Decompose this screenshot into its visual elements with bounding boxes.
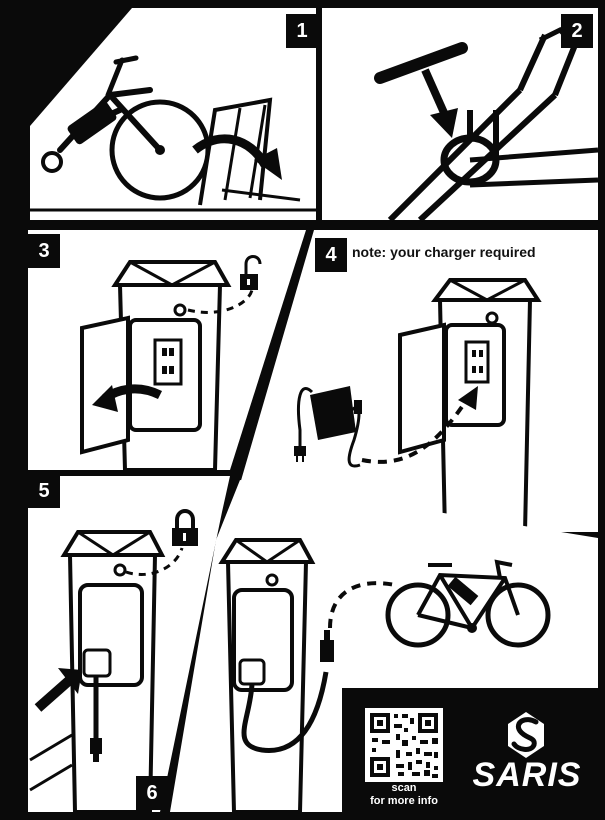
step-1-number: 1	[286, 14, 318, 48]
step-3-number: 3	[28, 234, 60, 268]
scan-caption: scan for more info	[356, 782, 452, 808]
step-4-number: 4	[315, 238, 347, 272]
panel-2	[322, 8, 598, 220]
scan-line-1: scan	[356, 782, 452, 795]
brand-wordmark: SARIS	[472, 756, 582, 795]
step-2-number: 2	[561, 14, 593, 48]
scan-line-2: for more info	[356, 795, 452, 808]
qr-code-icon	[365, 708, 443, 782]
charger-note: note: your charger required	[352, 244, 536, 260]
step-5-number: 5	[28, 474, 60, 508]
step-6-number: 6	[136, 776, 168, 810]
